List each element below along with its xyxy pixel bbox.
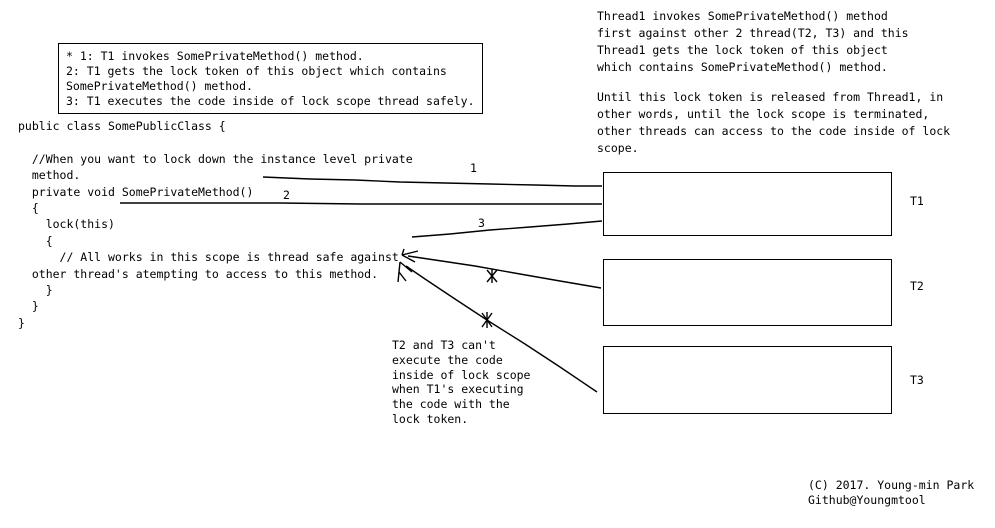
- paragraph-line: T2 and T3 can't: [392, 338, 496, 352]
- paragraph-line: inside of lock scope: [392, 367, 531, 382]
- code-line: //When you want to lock down the instanc…: [18, 151, 413, 166]
- paragraph-line: lock token.: [392, 411, 469, 426]
- blocked-threads-note: T2 and T3 can't execute the code inside …: [392, 338, 552, 427]
- code-line: }: [18, 282, 53, 297]
- paragraph-line: when T1's executing: [392, 382, 524, 397]
- paragraph-until-lock-released: Until this lock token is released from T…: [597, 89, 977, 157]
- thread-box-t3: [603, 346, 892, 414]
- code-line: {: [18, 200, 39, 215]
- code-block: public class SomePublicClass { //When yo…: [18, 118, 448, 331]
- paragraph-line: other threads can access to the code ins…: [597, 124, 951, 138]
- note-line: 3: T1 executes the code inside of lock s…: [66, 94, 475, 108]
- block-x-mark-t2: [486, 269, 498, 283]
- connector-label-3: 3: [478, 216, 485, 230]
- note-line: 2: T1 gets the lock token of this object…: [66, 64, 447, 78]
- paragraph-line: Thread1 gets the lock token of this obje…: [597, 43, 888, 57]
- code-line: {: [18, 233, 53, 248]
- code-line: }: [18, 299, 39, 314]
- block-x-mark-t3: [481, 312, 493, 328]
- paragraph-line: Until this lock token is released from T…: [597, 90, 944, 104]
- code-line: other thread's atempting to access to th…: [18, 266, 379, 281]
- paragraph-line: other words, until the lock scope is ter…: [597, 107, 930, 121]
- paragraph-line: which contains SomePrivateMethod() metho…: [597, 60, 888, 74]
- copyright-line: (C) 2017. Young-min Park: [808, 478, 975, 492]
- thread-label-t1: T1: [910, 194, 924, 208]
- code-line: public class SomePublicClass {: [18, 119, 226, 133]
- connector-label-1: 1: [470, 161, 477, 175]
- connector-label-2: 2: [283, 188, 290, 202]
- footer-credit: (C) 2017. Young-min Park Github@Youngmto…: [808, 478, 995, 508]
- paragraph-line: Thread1 invokes SomePrivateMethod() meth…: [597, 9, 888, 23]
- paragraph-line: execute the code: [392, 352, 503, 367]
- paragraph-line: the code with the: [392, 397, 510, 412]
- note-box: * 1: T1 invokes SomePrivateMethod() meth…: [58, 43, 483, 114]
- note-line: * 1: T1 invokes SomePrivateMethod() meth…: [66, 49, 364, 63]
- code-line: [18, 134, 448, 150]
- thread-box-t1: [603, 172, 892, 236]
- code-line: lock(this): [18, 217, 115, 232]
- note-line: SomePrivateMethod() method.: [66, 79, 253, 93]
- code-line: method.: [18, 168, 81, 183]
- github-handle-line: Github@Youngmtool: [808, 493, 926, 507]
- paragraph-line: scope.: [597, 141, 639, 155]
- thread-box-t2: [603, 259, 892, 326]
- paragraph-line: first against other 2 thread(T2, T3) and…: [597, 26, 909, 40]
- code-line: private void SomePrivateMethod(): [18, 184, 254, 199]
- code-line: // All works in this scope is thread saf…: [18, 250, 399, 265]
- thread-label-t2: T2: [910, 279, 924, 293]
- paragraph-thread1-invokes: Thread1 invokes SomePrivateMethod() meth…: [597, 8, 977, 76]
- code-line: }: [18, 315, 25, 330]
- thread-label-t3: T3: [910, 373, 924, 387]
